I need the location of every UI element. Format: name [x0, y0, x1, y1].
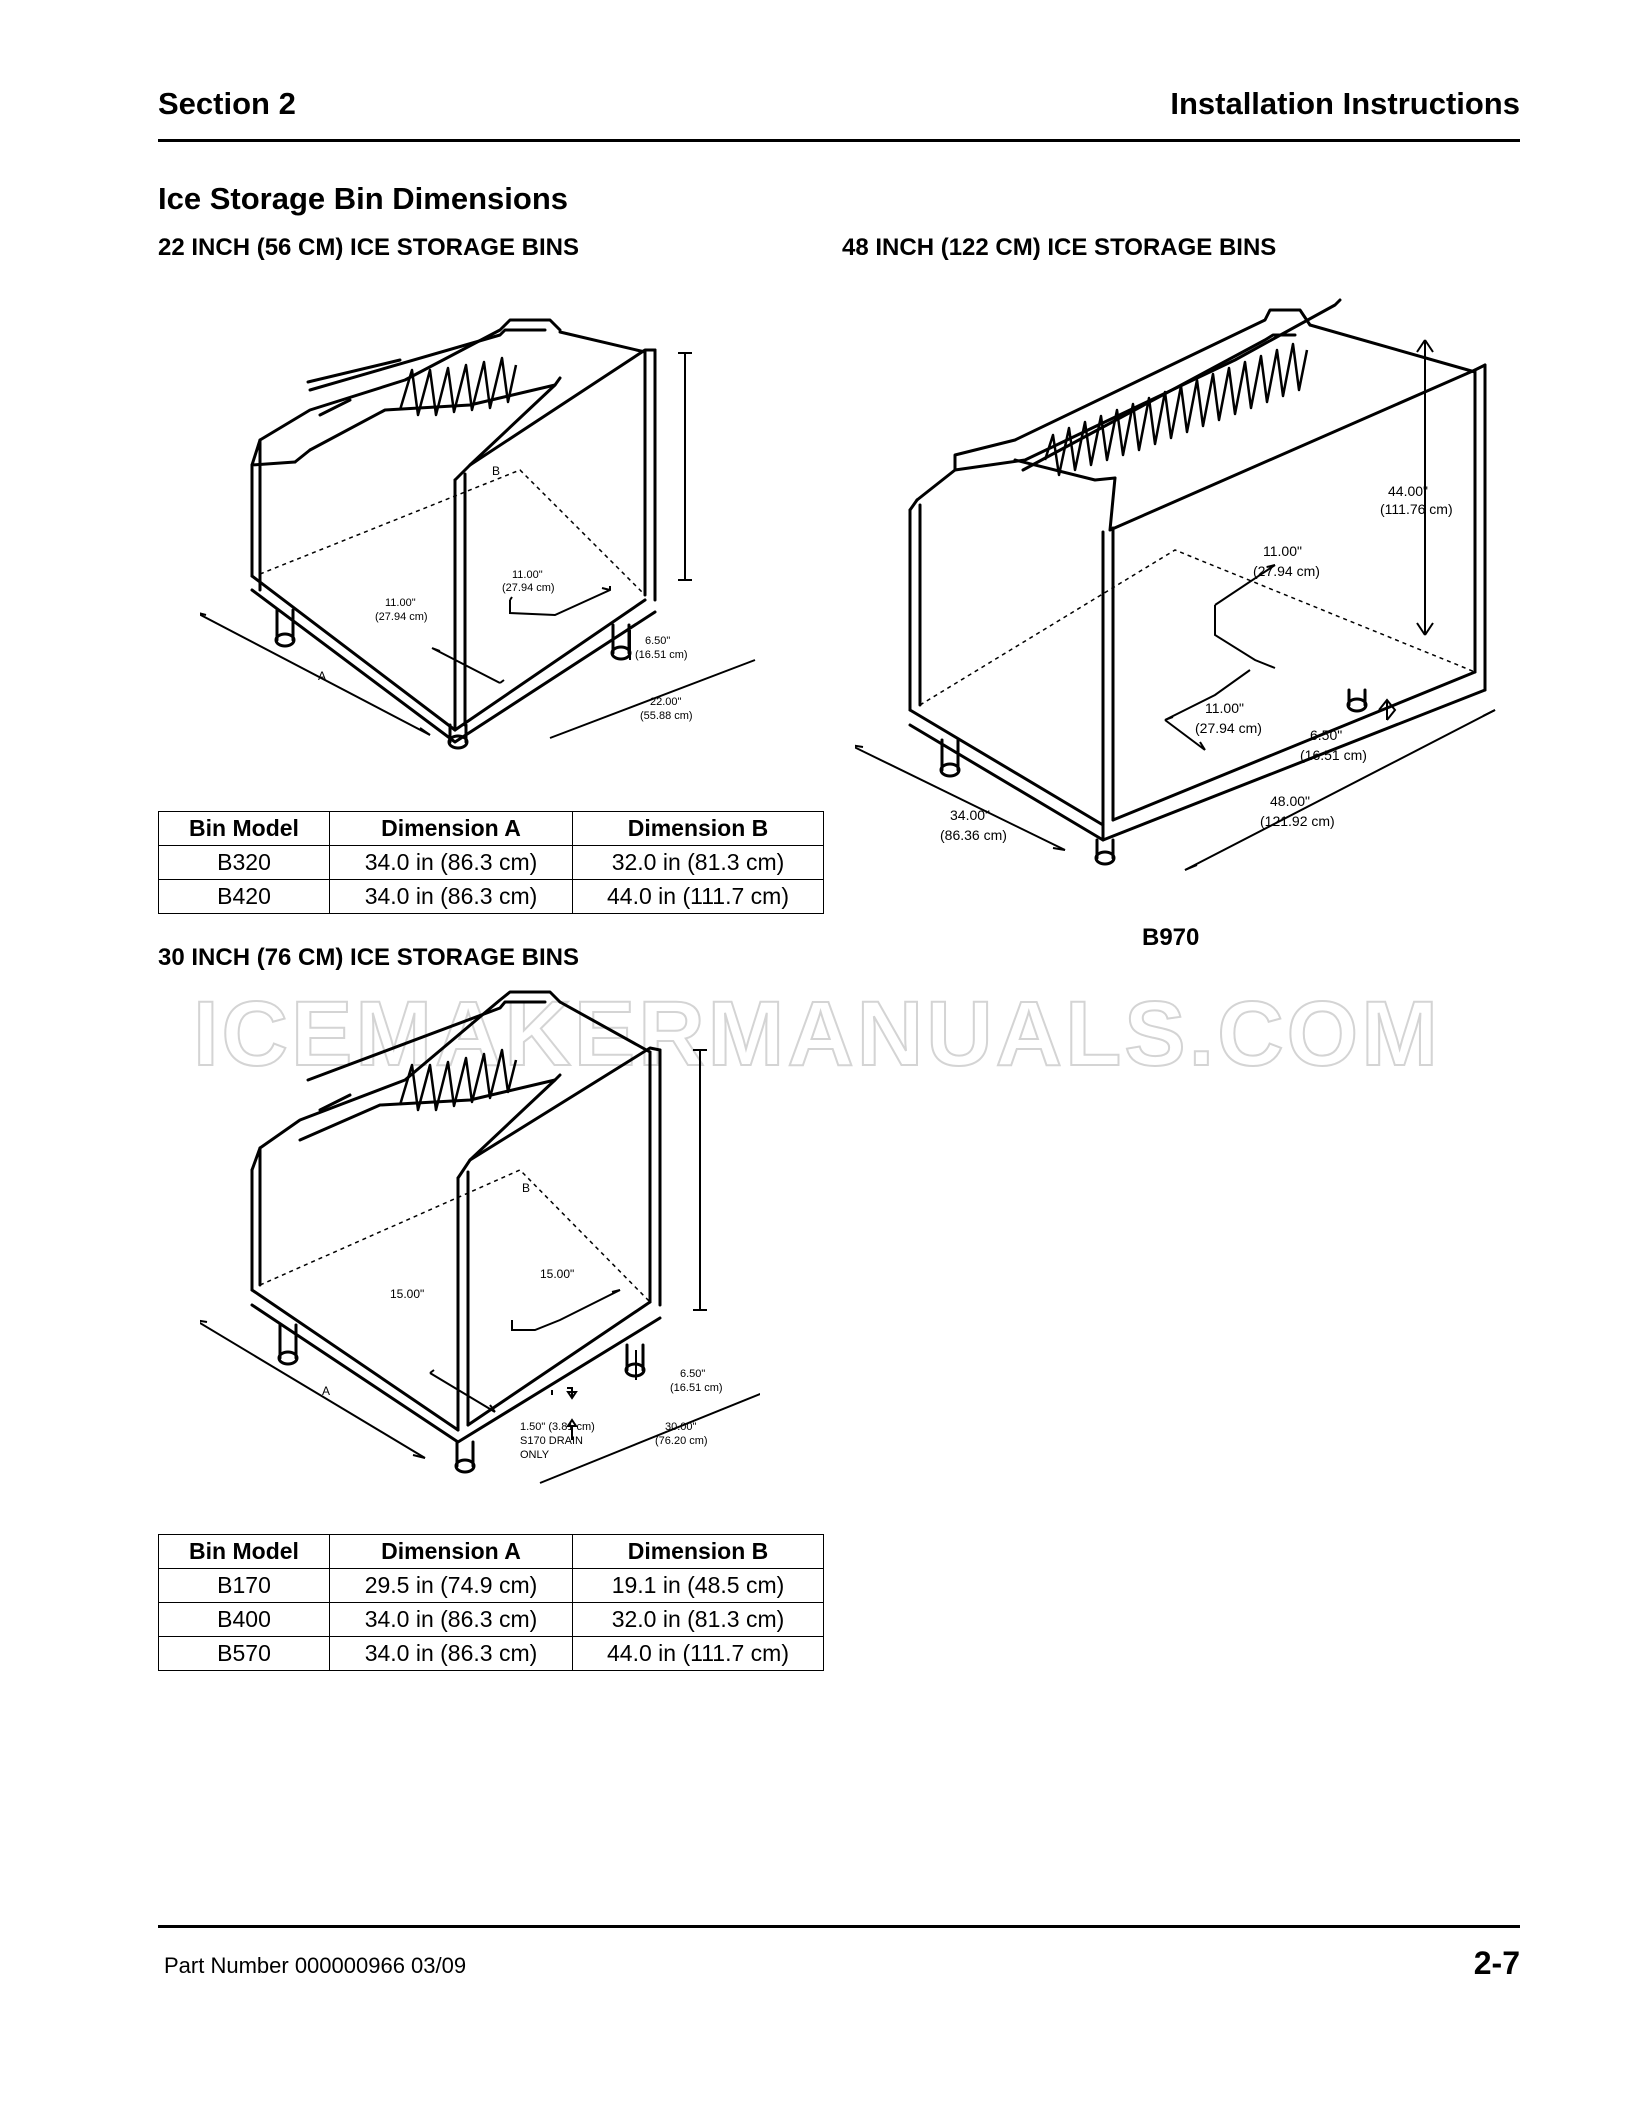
dim-11-right-in: 11.00"	[512, 569, 543, 581]
cell-dimension-b: 44.0 in (111.7 cm)	[572, 1636, 824, 1671]
heading-30-inch: 30 INCH (76 CM) ICE STORAGE BINS	[158, 944, 579, 971]
col-dimension-a: Dimension A	[329, 811, 573, 846]
dim-a-label: A	[318, 669, 326, 683]
dim-b-label: B	[492, 464, 500, 478]
header-title: Installation Instructions	[1170, 86, 1520, 121]
width-in: 30.00"	[665, 1421, 697, 1433]
page-heading: Ice Storage Bin Dimensions	[158, 181, 568, 216]
cell-bin-model: B170	[158, 1568, 330, 1603]
dim-15-left: 15.00"	[390, 1287, 424, 1301]
section-label: Section 2	[158, 86, 296, 121]
bin-22-table: Bin Model Dimension A Dimension B B320 3…	[158, 811, 824, 914]
cell-bin-model: B400	[158, 1602, 330, 1637]
dim-11-lower-in: 11.00"	[1205, 700, 1244, 716]
cell-dimension-a: 34.0 in (86.3 cm)	[329, 879, 573, 914]
table-row: B570 34.0 in (86.3 cm) 44.0 in (111.7 cm…	[158, 1636, 824, 1671]
cell-dimension-b: 19.1 in (48.5 cm)	[572, 1568, 824, 1603]
col-bin-model: Bin Model	[158, 811, 330, 846]
dim-11-right-cm: (27.94 cm)	[502, 582, 555, 594]
cell-dimension-a: 34.0 in (86.3 cm)	[329, 1602, 573, 1637]
depth-in: 34.00"	[950, 807, 990, 823]
leg-height-in: 6.50"	[1310, 727, 1342, 743]
drain-line3: ONLY	[520, 1449, 550, 1461]
cell-bin-model: B420	[158, 879, 330, 914]
page-number: 2-7	[1473, 1945, 1520, 1981]
cell-dimension-a: 34.0 in (86.3 cm)	[329, 845, 573, 880]
height-in: 44.00"	[1388, 483, 1428, 499]
caption-b970: B970	[1142, 924, 1200, 951]
drain-line2: S170 DRAIN	[520, 1435, 583, 1447]
cell-dimension-b: 44.0 in (111.7 cm)	[572, 879, 824, 914]
dim-11-left-cm: (27.94 cm)	[375, 611, 428, 623]
table-header-row: Bin Model Dimension A Dimension B	[158, 811, 824, 846]
bin-30-drawing: B A 15.00" 15.00" 6.50" (16.51 cm) 1.50"…	[200, 990, 760, 1484]
width-cm: (76.20 cm)	[655, 1435, 708, 1447]
bin-30-table: Bin Model Dimension A Dimension B B170 2…	[158, 1534, 824, 1671]
leg-height-in: 6.50"	[680, 1368, 705, 1380]
drain-line1: 1.50" (3.81 cm)	[520, 1421, 595, 1433]
dim-a-label: A	[322, 1384, 330, 1398]
leg-height-cm: (16.51 cm)	[1300, 747, 1367, 763]
heading-48-inch: 48 INCH (122 CM) ICE STORAGE BINS	[842, 234, 1277, 261]
width-cm: (121.92 cm)	[1260, 813, 1335, 829]
table-header-row: Bin Model Dimension A Dimension B	[158, 1534, 824, 1569]
cell-bin-model: B320	[158, 845, 330, 880]
leg-height-cm: (16.51 cm)	[670, 1382, 723, 1394]
heading-22-inch: 22 INCH (56 CM) ICE STORAGE BINS	[158, 234, 579, 261]
dim-11-left-in: 11.00"	[385, 597, 416, 609]
cell-dimension-b: 32.0 in (81.3 cm)	[572, 845, 824, 880]
col-dimension-b: Dimension B	[572, 1534, 824, 1569]
cell-bin-model: B570	[158, 1636, 330, 1671]
table-row: B400 34.0 in (86.3 cm) 32.0 in (81.3 cm)	[158, 1602, 824, 1637]
table-row: B170 29.5 in (74.9 cm) 19.1 in (48.5 cm)	[158, 1568, 824, 1603]
bin-48-drawing: 44.00" (111.76 cm) 11.00" (27.94 cm) 11.…	[855, 298, 1496, 871]
width-in: 22.00"	[650, 696, 682, 708]
dim-15-right: 15.00"	[540, 1267, 574, 1281]
leg-height-in: 6.50"	[645, 635, 670, 647]
part-number: Part Number 000000966 03/09	[164, 1953, 467, 1978]
table-row: B320 34.0 in (86.3 cm) 32.0 in (81.3 cm)	[158, 845, 824, 880]
bin-22-drawing: B A 11.00" (27.94 cm) 11.00" (27.94 cm) …	[200, 318, 756, 750]
col-dimension-b: Dimension B	[572, 811, 824, 846]
width-in: 48.00"	[1270, 793, 1310, 809]
cell-dimension-a: 34.0 in (86.3 cm)	[329, 1636, 573, 1671]
cell-dimension-b: 32.0 in (81.3 cm)	[572, 1602, 824, 1637]
header-rule	[158, 139, 1520, 142]
cell-dimension-a: 29.5 in (74.9 cm)	[329, 1568, 573, 1603]
dim-11-upper-cm: (27.94 cm)	[1253, 563, 1320, 579]
footer-rule	[158, 1925, 1520, 1928]
dim-11-upper-in: 11.00"	[1263, 543, 1302, 559]
dim-b-label: B	[522, 1181, 530, 1195]
table-row: B420 34.0 in (86.3 cm) 44.0 in (111.7 cm…	[158, 879, 824, 914]
col-bin-model: Bin Model	[158, 1534, 330, 1569]
depth-cm: (86.36 cm)	[940, 827, 1007, 843]
col-dimension-a: Dimension A	[329, 1534, 573, 1569]
height-cm: (111.76 cm)	[1380, 501, 1453, 517]
dim-11-lower-cm: (27.94 cm)	[1195, 720, 1262, 736]
leg-height-cm: (16.51 cm)	[635, 649, 688, 661]
watermark: ICEMAKERMANUALS.COM	[192, 982, 1441, 1086]
width-cm: (55.88 cm)	[640, 710, 693, 722]
